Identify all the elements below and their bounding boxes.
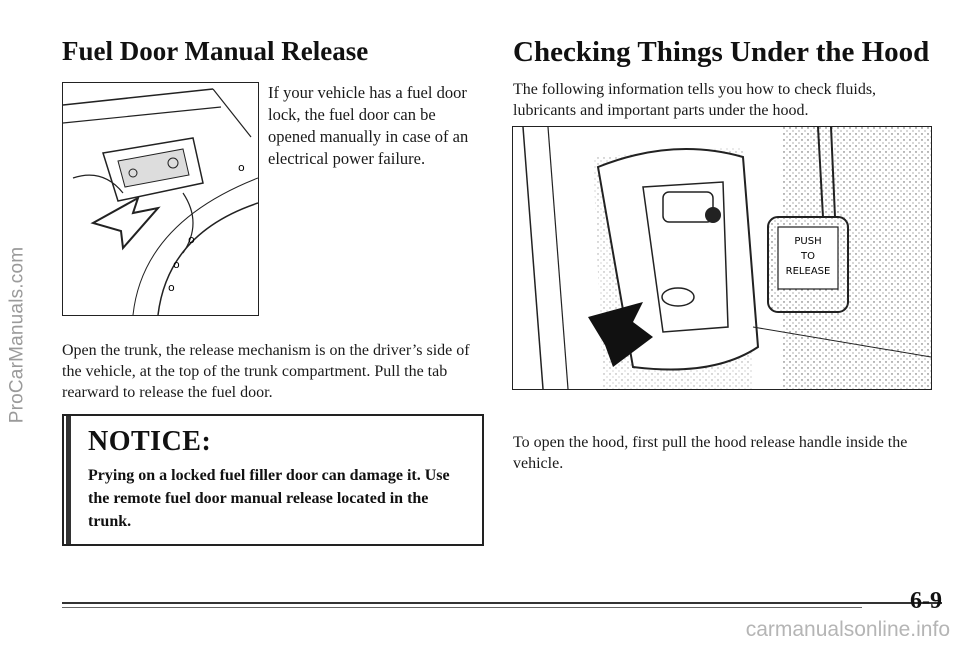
side-watermark-text: ProCarManuals.com <box>6 246 28 424</box>
svg-text:o: o <box>188 233 195 246</box>
under-hood-intro: The following information tells you how … <box>513 81 877 119</box>
svg-text:o: o <box>238 161 245 174</box>
bottom-watermark: carmanualsonline.info <box>745 618 950 641</box>
footer-rule-thin <box>62 607 862 608</box>
hood-release-illustration: PUSH TO RELEASE <box>512 126 932 390</box>
notice-bar <box>66 416 71 544</box>
fuel-door-heading: Fuel Door Manual Release <box>62 36 369 66</box>
hood-release-drawing: PUSH TO RELEASE <box>522 126 932 390</box>
push-label: PUSH <box>794 236 821 247</box>
notice-box: NOTICE: Prying on a locked fuel filler d… <box>62 414 484 546</box>
footer-rule <box>62 602 942 604</box>
fuel-door-instructions: Open the trunk, the release mechanism is… <box>62 342 470 401</box>
page-number: 6-9 <box>910 588 942 614</box>
svg-text:o: o <box>173 258 180 271</box>
side-watermark: ProCarManuals.com <box>4 120 30 550</box>
under-hood-heading: Checking Things Under the Hood <box>513 36 930 68</box>
to-label: TO <box>800 251 815 262</box>
notice-text: Prying on a locked fuel filler door can … <box>88 467 450 530</box>
svg-text:o: o <box>168 281 175 294</box>
fuel-door-note: If your vehicle has a fuel door lock, th… <box>268 83 469 168</box>
notice-title: NOTICE: <box>88 426 212 457</box>
fuel-door-drawing: o o o o <box>62 88 259 316</box>
release-label: RELEASE <box>786 266 831 277</box>
fuel-door-release-illustration: o o o o <box>62 82 259 316</box>
hood-open-instructions: To open the hood, first pull the hood re… <box>513 434 908 472</box>
